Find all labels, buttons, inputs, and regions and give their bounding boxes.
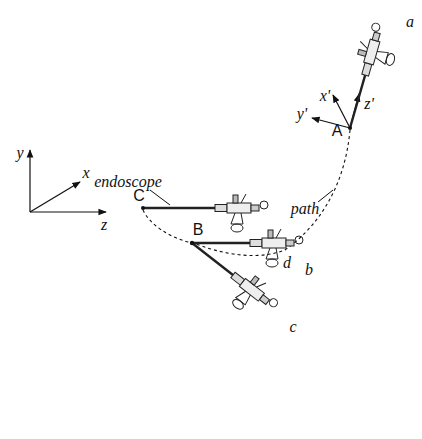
scope-shaft (350, 75, 365, 128)
path-curves (143, 130, 350, 256)
scope-shaft (192, 243, 233, 275)
label: b (305, 262, 313, 278)
label: A (332, 123, 343, 139)
endoscope-symbol (143, 194, 268, 232)
point (348, 126, 352, 130)
scope-collar (362, 63, 372, 76)
label: y' (297, 106, 308, 122)
scope-handle (266, 248, 278, 259)
scope-port (359, 41, 369, 48)
scope-collar (250, 240, 262, 247)
label: a (406, 14, 414, 30)
scope-loop (268, 297, 279, 308)
point (190, 241, 194, 245)
label: path (291, 201, 319, 217)
label: d (283, 255, 291, 271)
scope-body (262, 238, 286, 248)
label: x (82, 165, 89, 181)
scope-loop (371, 22, 381, 32)
scope-port (257, 280, 266, 290)
scope-eyepiece (259, 295, 269, 305)
endoscope-symbol (337, 20, 403, 134)
y-axis (29, 150, 30, 212)
point (141, 206, 145, 210)
scope-shaft (192, 242, 250, 244)
endoscopes (143, 20, 403, 326)
scope-handle (231, 213, 243, 224)
label: y (16, 145, 23, 161)
scope-port (276, 229, 281, 238)
label: x' (320, 88, 331, 104)
scope-valve (268, 230, 273, 238)
scope-valve (250, 276, 259, 285)
label: c (289, 319, 296, 335)
path-curve (194, 130, 350, 256)
label: z' (364, 96, 374, 112)
scope-ring (266, 259, 278, 267)
leader-line (318, 190, 333, 202)
label: endoscope (94, 174, 162, 190)
scope-valve (233, 195, 238, 203)
scope-eyepiece (286, 240, 294, 246)
scope-handle (236, 289, 252, 305)
scope-ring (231, 297, 245, 311)
scope-shaft (143, 207, 215, 209)
points (141, 126, 352, 245)
scope-loop (295, 236, 303, 244)
endoscope-symbol (177, 232, 283, 327)
scope-eyepiece (251, 205, 259, 211)
scope-ring (385, 53, 396, 67)
scope-valve (358, 49, 367, 56)
y-prime-axis (312, 118, 350, 128)
x-axis (30, 182, 80, 212)
label: z (101, 217, 107, 233)
scope-ring (231, 224, 243, 232)
scope-eyepiece (372, 32, 380, 41)
scope-collar (215, 205, 227, 212)
path-curve (143, 210, 192, 243)
leader-line (150, 190, 170, 205)
scope-body (227, 203, 251, 213)
scope-loop (260, 201, 268, 209)
label: C (133, 188, 145, 204)
label: B (193, 222, 204, 238)
scope-port (241, 194, 246, 203)
z-axis (30, 211, 106, 212)
